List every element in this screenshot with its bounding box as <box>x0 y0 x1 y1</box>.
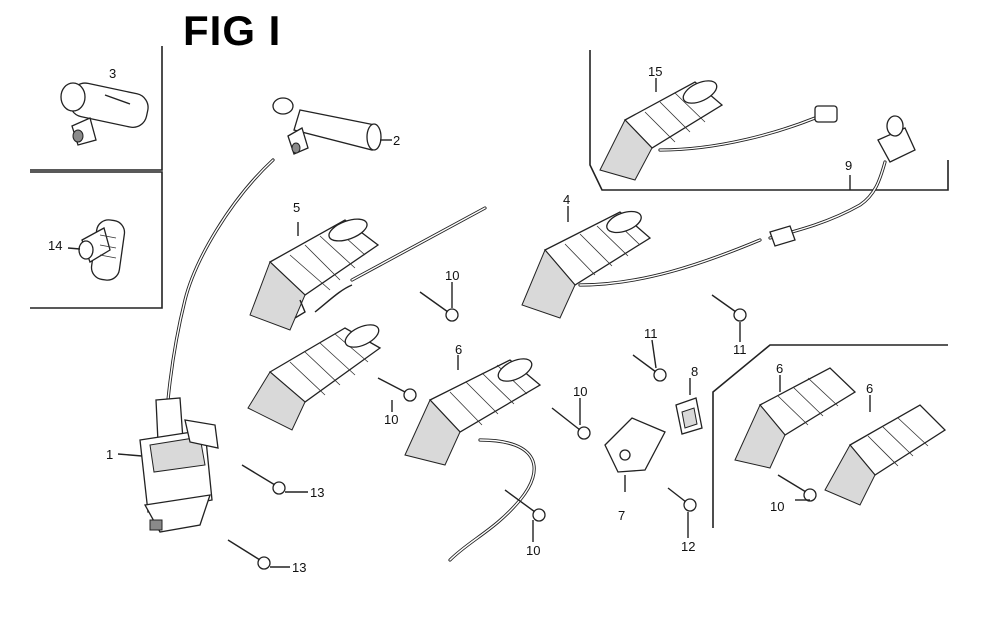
callout-9: 9 <box>845 158 852 173</box>
bolt-13-b <box>227 539 271 570</box>
part-3-plug-cap <box>60 82 149 146</box>
part-6-coil-center <box>404 355 542 562</box>
inset-frame-left <box>30 46 163 309</box>
part-7-bracket <box>604 417 666 492</box>
bolt-12 <box>667 487 697 512</box>
part-8-grommet <box>675 378 703 435</box>
callout-10-b: 10 <box>384 412 398 427</box>
callout-10-d: 10 <box>526 543 540 558</box>
inset-frame-top-right <box>589 50 949 191</box>
part-14-plug-cap <box>67 219 126 281</box>
callout-10-c: 10 <box>573 384 587 399</box>
callout-6-right-b: 6 <box>866 381 873 396</box>
part-9-wire-harness <box>768 115 916 247</box>
bolt-10-d <box>504 489 546 522</box>
inset-frame-bottom-right <box>712 344 948 528</box>
bolt-10-c <box>551 407 591 440</box>
part-4-exciter-coil <box>521 206 762 319</box>
leader-lines <box>270 282 810 568</box>
bolt-11-a <box>632 354 667 382</box>
callout-7: 7 <box>618 508 625 523</box>
part-5-charge-coil <box>249 206 487 331</box>
callout-13-a: 13 <box>310 485 324 500</box>
callout-14: 14 <box>48 238 62 253</box>
callout-2: 2 <box>393 133 400 148</box>
bolts <box>227 291 817 570</box>
callout-8: 8 <box>691 364 698 379</box>
figure-title: FIG I <box>183 7 282 54</box>
part-15-coil <box>599 78 838 181</box>
callout-11-a: 11 <box>644 326 658 341</box>
callout-13-b: 13 <box>292 560 306 575</box>
bolt-10-e <box>777 474 817 502</box>
bolt-13-a <box>241 464 286 495</box>
callout-6-center: 6 <box>455 342 462 357</box>
callout-1: 1 <box>106 447 113 462</box>
callout-labels: 3 2 14 5 10 4 15 9 6 10 10 11 11 8 6 6 1… <box>48 64 873 575</box>
callout-11-b: 11 <box>733 342 747 357</box>
callout-12: 12 <box>681 539 695 554</box>
part-1-ignition-coil <box>117 158 275 533</box>
callout-4: 4 <box>563 192 570 207</box>
part-5-coil-lower <box>247 284 382 431</box>
bolt-10-a <box>419 291 459 322</box>
callout-3: 3 <box>109 66 116 81</box>
bolt-11-b <box>711 294 747 322</box>
callout-10-e: 10 <box>770 499 784 514</box>
bolt-10-b <box>377 377 417 402</box>
callout-6-right-a: 6 <box>776 361 783 376</box>
callout-5: 5 <box>293 200 300 215</box>
part-2-plug-cap <box>272 97 392 155</box>
callout-15: 15 <box>648 64 662 79</box>
callout-10-a: 10 <box>445 268 459 283</box>
part-6-coil-pair <box>734 367 947 506</box>
